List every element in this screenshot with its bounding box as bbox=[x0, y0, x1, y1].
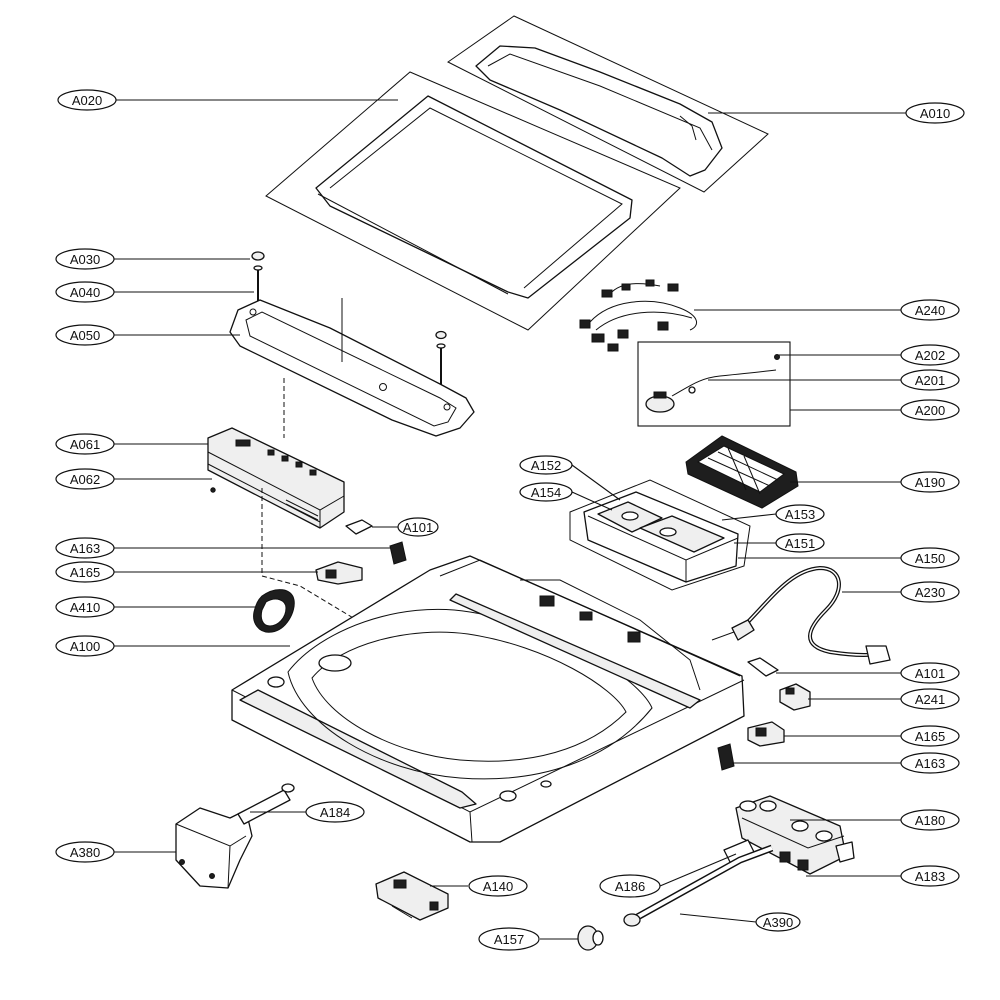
callout-text-a062: A062 bbox=[70, 472, 100, 487]
callout-label-a157: A157 bbox=[478, 927, 540, 951]
callout-label-a152: A152 bbox=[519, 455, 573, 475]
callout-text-a163-left: A163 bbox=[70, 541, 100, 556]
callout-label-a153: A153 bbox=[775, 504, 825, 524]
callout-text-a030: A030 bbox=[70, 252, 100, 267]
callout-label-a165-left: A165 bbox=[55, 561, 115, 583]
callout-label-a030: A030 bbox=[55, 248, 115, 270]
clip-part-upper bbox=[345, 519, 373, 535]
callout-text-a157: A157 bbox=[494, 932, 524, 947]
inlet-hose-part bbox=[623, 844, 774, 927]
callout-label-a190: A190 bbox=[900, 471, 960, 493]
callout-label-a062: A062 bbox=[55, 468, 115, 490]
callout-label-a163-right: A163 bbox=[900, 752, 960, 774]
water-valve-part bbox=[723, 795, 855, 875]
callout-text-a100: A100 bbox=[70, 639, 100, 654]
callout-text-a140: A140 bbox=[483, 879, 513, 894]
sensor-part-left bbox=[315, 561, 363, 585]
callout-text-a165-right: A165 bbox=[915, 729, 945, 744]
callout-text-a153: A153 bbox=[785, 507, 815, 522]
pressure-sensor-part bbox=[637, 341, 791, 427]
callout-text-a241: A241 bbox=[915, 692, 945, 707]
callout-label-a230: A230 bbox=[900, 581, 960, 603]
callout-label-a101-right: A101 bbox=[900, 662, 960, 684]
callout-text-a240: A240 bbox=[915, 303, 945, 318]
callout-text-a410: A410 bbox=[70, 600, 100, 615]
callout-label-a184: A184 bbox=[305, 801, 365, 823]
top-cover-frame-part bbox=[231, 555, 745, 843]
callout-text-a184: A184 bbox=[320, 805, 350, 820]
callout-label-a061: A061 bbox=[55, 433, 115, 455]
callout-label-a241: A241 bbox=[900, 688, 960, 710]
callout-text-a202: A202 bbox=[915, 348, 945, 363]
callout-text-a201: A201 bbox=[915, 373, 945, 388]
belt-part bbox=[253, 589, 295, 633]
callout-text-a165-left: A165 bbox=[70, 565, 100, 580]
callout-label-a180: A180 bbox=[900, 809, 960, 831]
callout-text-a154: A154 bbox=[531, 485, 561, 500]
lid-switch-part bbox=[375, 871, 449, 921]
callout-label-a410: A410 bbox=[55, 596, 115, 618]
callout-label-a390: A390 bbox=[755, 912, 801, 932]
callout-text-a061: A061 bbox=[70, 437, 100, 452]
callout-label-a183: A183 bbox=[900, 865, 960, 887]
callout-text-a380: A380 bbox=[70, 845, 100, 860]
callout-text-a190: A190 bbox=[915, 475, 945, 490]
callout-text-a050: A050 bbox=[70, 328, 100, 343]
callout-text-a101-right: A101 bbox=[915, 666, 945, 681]
callout-label-a010: A010 bbox=[905, 102, 965, 124]
leader-lines bbox=[114, 99, 906, 940]
cap-and-screw-part bbox=[251, 251, 447, 386]
callout-text-a163-right: A163 bbox=[915, 756, 945, 771]
bracket-part bbox=[175, 783, 295, 889]
callout-label-a150: A150 bbox=[900, 547, 960, 569]
callout-label-a165-right: A165 bbox=[900, 725, 960, 747]
callout-text-a040: A040 bbox=[70, 285, 100, 300]
assembly-guide-lines bbox=[261, 378, 361, 770]
callout-label-a140: A140 bbox=[468, 875, 528, 897]
block-part-left bbox=[389, 541, 407, 565]
dispenser-grid-part bbox=[685, 435, 799, 509]
right-small-parts bbox=[717, 657, 811, 771]
callout-text-a152: A152 bbox=[531, 458, 561, 473]
callout-text-a230: A230 bbox=[915, 585, 945, 600]
callout-text-a180: A180 bbox=[915, 813, 945, 828]
pcb-assembly-part bbox=[207, 427, 345, 529]
callout-label-a154: A154 bbox=[519, 482, 573, 502]
callout-text-a151: A151 bbox=[785, 536, 815, 551]
dispenser-part bbox=[569, 479, 751, 591]
lid-glass-part bbox=[265, 71, 681, 331]
wire-harness-part bbox=[579, 279, 698, 352]
callout-label-a163-left: A163 bbox=[55, 537, 115, 559]
callout-text-a183: A183 bbox=[915, 869, 945, 884]
callout-text-a020: A020 bbox=[72, 93, 102, 108]
callout-label-a380: A380 bbox=[55, 841, 115, 863]
callout-label-a040: A040 bbox=[55, 281, 115, 303]
control-panel-cover-part bbox=[229, 298, 475, 437]
power-cord-part bbox=[711, 565, 891, 665]
callout-label-a201: A201 bbox=[900, 369, 960, 391]
callout-label-a050: A050 bbox=[55, 324, 115, 346]
callout-label-a100: A100 bbox=[55, 635, 115, 657]
callout-label-a202: A202 bbox=[900, 344, 960, 366]
callout-text-a150: A150 bbox=[915, 551, 945, 566]
callout-text-a186: A186 bbox=[615, 879, 645, 894]
callout-label-a200: A200 bbox=[900, 399, 960, 421]
callout-text-a390: A390 bbox=[763, 915, 793, 930]
lid-handle-part bbox=[447, 15, 769, 193]
callout-label-a240: A240 bbox=[900, 299, 960, 321]
callout-label-a101-upper: A101 bbox=[397, 517, 439, 537]
callout-text-a010: A010 bbox=[920, 106, 950, 121]
cap-part bbox=[577, 925, 604, 951]
callout-text-a101-upper: A101 bbox=[403, 520, 433, 535]
callout-label-a186: A186 bbox=[599, 874, 661, 898]
callout-label-a151: A151 bbox=[775, 533, 825, 553]
callout-text-a200: A200 bbox=[915, 403, 945, 418]
callout-label-a020: A020 bbox=[57, 89, 117, 111]
